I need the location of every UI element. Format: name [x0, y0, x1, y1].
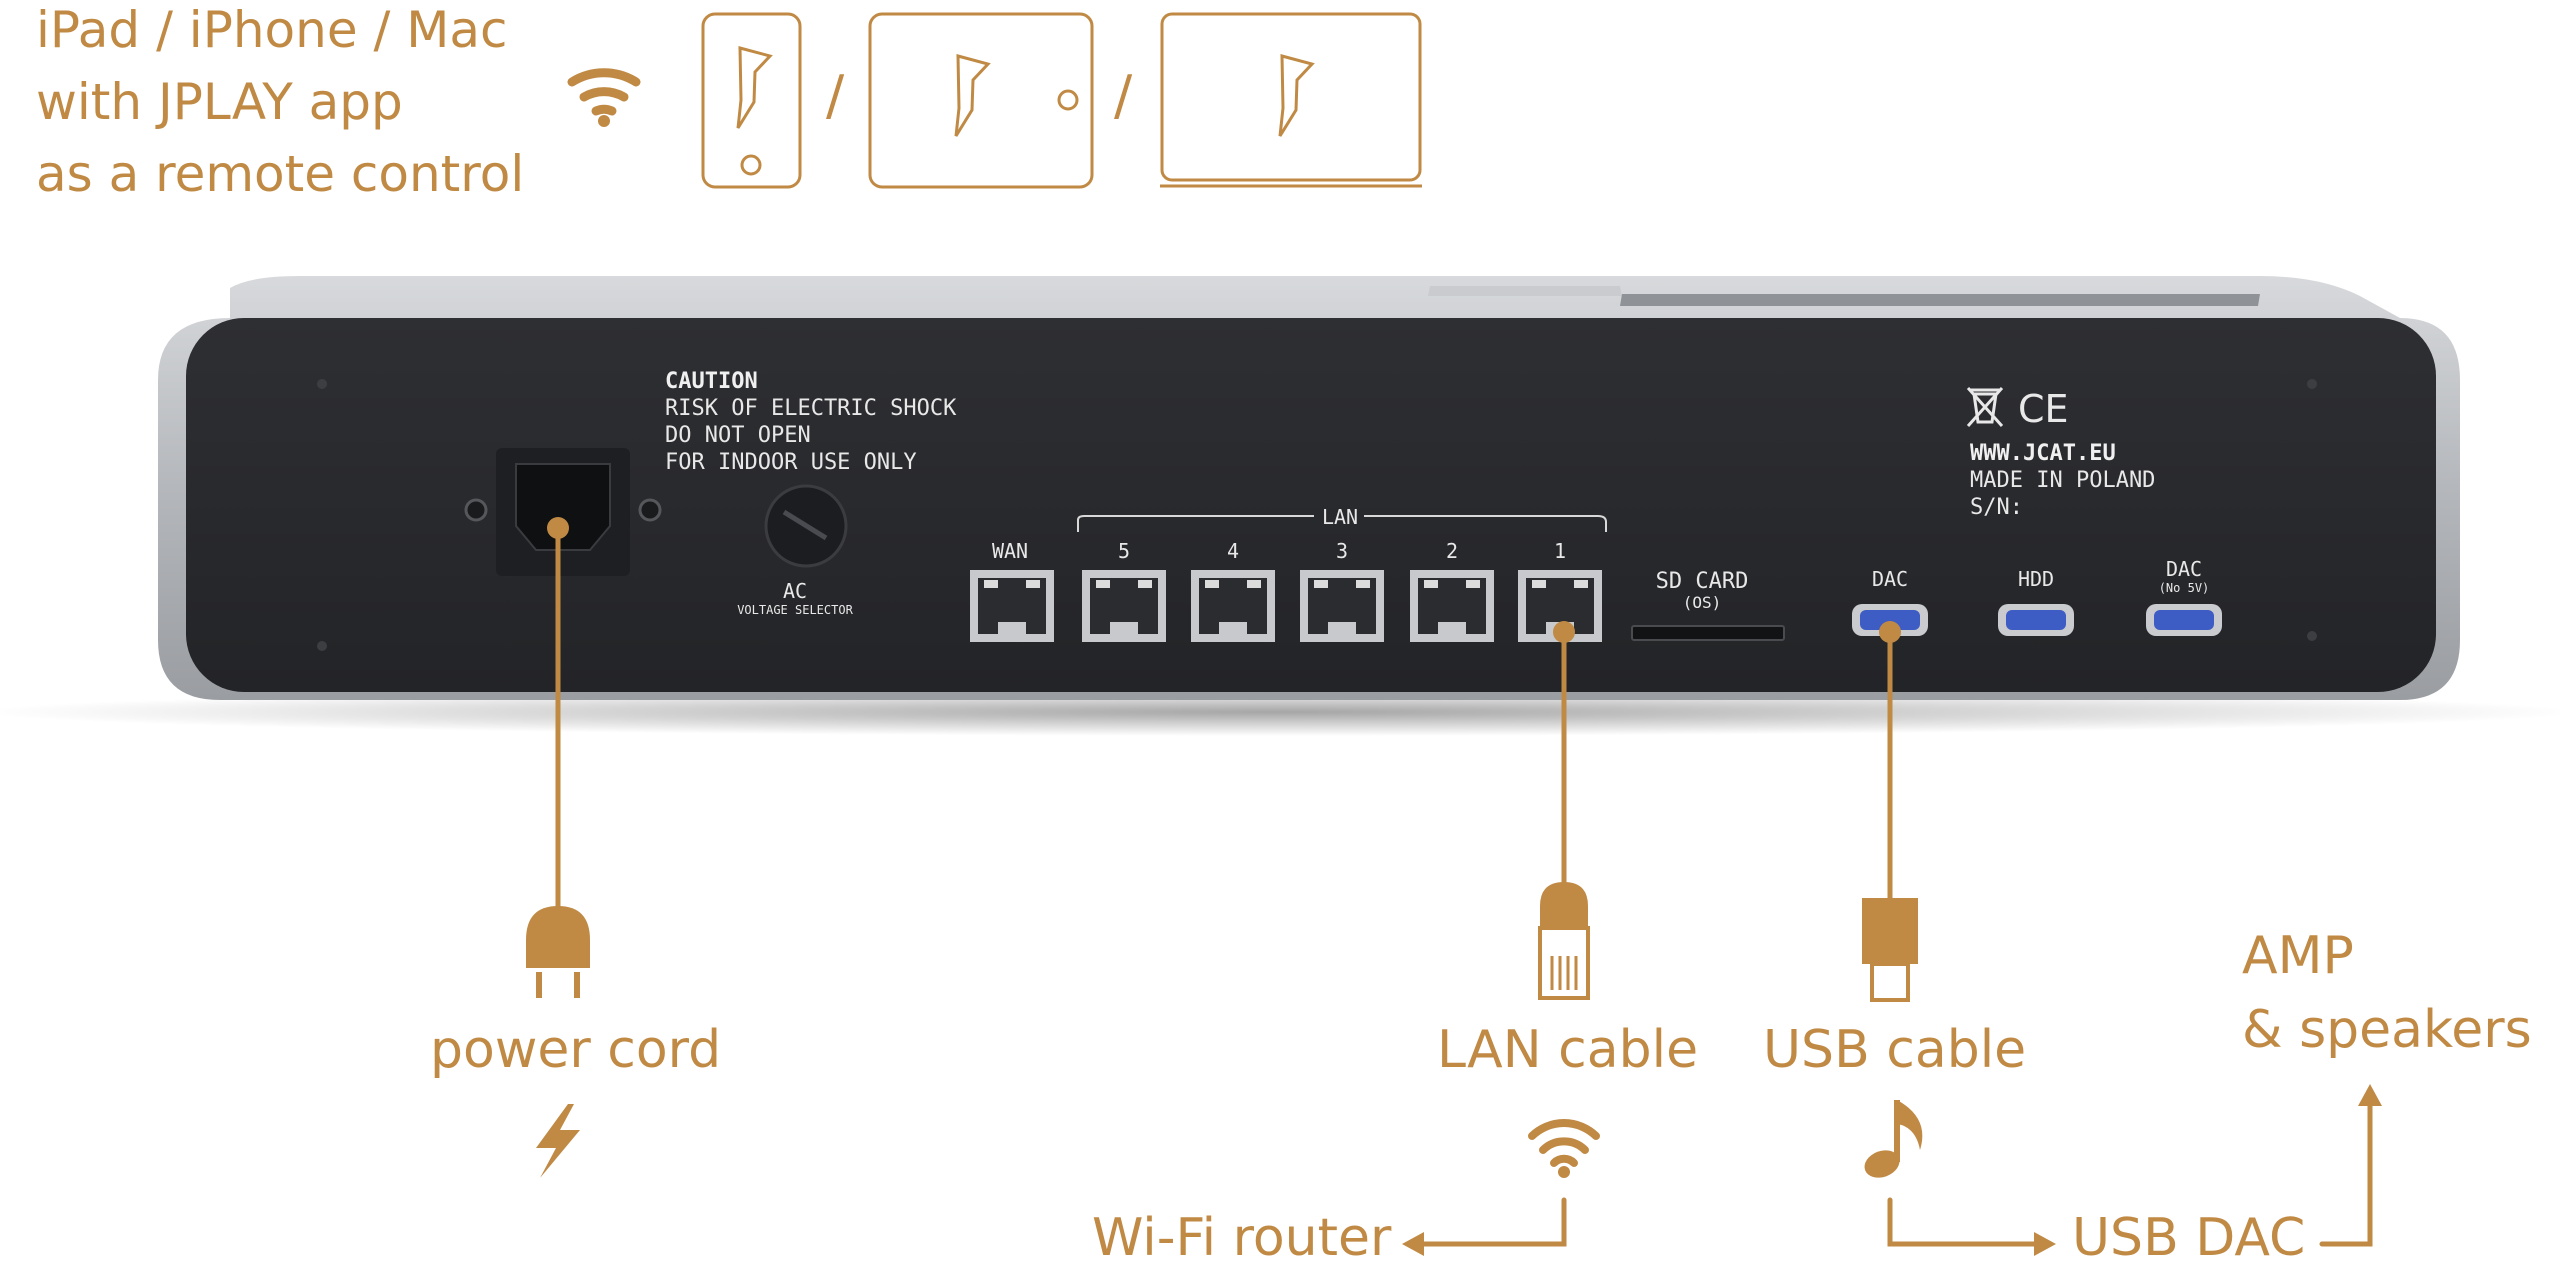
serial-label: S/N: — [1970, 495, 2023, 520]
usb-dac-arrow — [1887, 1197, 2043, 1247]
power-inlet — [464, 448, 662, 576]
usb-connection-dot — [1879, 621, 1901, 643]
voltage-selector-label: VOLTAGE SELECTOR — [737, 603, 853, 617]
panel-screws — [317, 379, 2317, 651]
power-connection-dot — [547, 517, 569, 539]
usb-dac-arrowhead — [2034, 1232, 2056, 1256]
website-label: WWW.JCAT.EU — [1970, 441, 2116, 466]
wifi-router-label: Wi-Fi router — [1092, 1208, 1392, 1268]
wan-label: WAN — [992, 539, 1028, 563]
laptop-icon — [1160, 12, 1422, 188]
lan-bracket — [1077, 515, 1607, 532]
usb-ports: DAC HDD DAC (No 5V) — [1852, 557, 2222, 636]
lan-port-2-label: 2 — [1446, 539, 1458, 563]
caution-title: CAUTION — [665, 369, 758, 394]
caution-text: CAUTION RISK OF ELECTRIC SHOCK DO NOT OP… — [665, 369, 957, 475]
lan-label: LAN — [1322, 505, 1358, 529]
voltage-selector: AC VOLTAGE SELECTOR — [737, 484, 854, 617]
made-in-label: MADE IN POLAND — [1970, 468, 2155, 493]
speakers-label: & speakers — [2242, 1000, 2532, 1060]
usb-hdd-port-label: HDD — [2018, 567, 2054, 591]
usb-dac2-port-label: DAC — [2166, 557, 2202, 581]
lan-port-2: 2 — [1410, 539, 1494, 642]
ce-mark: CE — [2018, 387, 2069, 431]
device-shadow — [0, 688, 2560, 736]
compliance-marks: CE WWW.JCAT.EU MADE IN POLAND S/N: — [1966, 386, 2155, 520]
phone-icon — [701, 12, 802, 189]
wifi-router-arrow — [1417, 1197, 1567, 1247]
amp-arrow — [2319, 1097, 2373, 1247]
lan-port-3: 3 — [1300, 539, 1384, 642]
usb-plug-icon — [1862, 898, 1918, 1002]
usb-cable-label: USB cable — [1763, 1020, 2027, 1080]
lan-port-3-label: 3 — [1336, 539, 1348, 563]
usb-dac-port-label: DAC — [1872, 567, 1908, 591]
usb-port-dac-no5v: DAC (No 5V) — [2146, 557, 2222, 636]
sd-card-slot: SD CARD (OS) — [1631, 569, 1785, 641]
wan-port: WAN — [970, 539, 1054, 642]
wifi-icon — [567, 68, 641, 127]
power-cord-label: power cord — [430, 1020, 722, 1080]
device-back-panel — [158, 276, 2460, 700]
remote-line-3: as a remote control — [36, 145, 525, 203]
amp-arrowhead — [2358, 1084, 2382, 1106]
caution-line-4: FOR INDOOR USE ONLY — [665, 450, 917, 475]
lightning-icon — [536, 1104, 580, 1178]
lan-port-1-label: 1 — [1554, 539, 1566, 563]
ac-label: AC — [783, 579, 807, 603]
lan-port-4-label: 4 — [1227, 539, 1239, 563]
wifi-router-arrowhead — [1402, 1232, 1424, 1256]
music-note-icon — [1864, 1100, 1923, 1178]
lan-port-4: 4 — [1191, 539, 1275, 642]
connection-lines — [555, 525, 1893, 917]
lan-cable-label: LAN cable — [1437, 1020, 1699, 1080]
caution-line-2: RISK OF ELECTRIC SHOCK — [665, 396, 957, 421]
caution-line-3: DO NOT OPEN — [665, 423, 811, 448]
usb-dac-label: USB DAC — [2072, 1208, 2306, 1268]
remote-line-2: with JPLAY app — [36, 73, 403, 131]
plug-icon — [526, 906, 590, 998]
rj45-plug-icon — [1538, 882, 1590, 1000]
lan-port-5: 5 — [1082, 539, 1166, 642]
tablet-icon — [868, 12, 1094, 189]
network-ports: WAN 5 4 3 2 — [970, 539, 1602, 642]
separator-1: / — [826, 64, 845, 127]
sd-card-label: SD CARD — [1656, 569, 1749, 594]
usb-port-hdd: HDD — [1998, 567, 2074, 636]
weee-bin-icon — [1966, 386, 2004, 428]
router-wifi-icon — [1528, 1119, 1600, 1178]
separator-2: / — [1114, 64, 1133, 127]
lan-port-5-label: 5 — [1118, 539, 1130, 563]
sd-card-sub-label: (OS) — [1683, 593, 1722, 612]
amp-label: AMP — [2242, 926, 2354, 986]
usb-port-dac: DAC — [1852, 567, 1928, 636]
remote-line-1: iPad / iPhone / Mac — [36, 1, 508, 59]
usb-dac2-sub-label: (No 5V) — [2159, 581, 2210, 595]
arrow-icon — [1417, 1097, 2373, 1247]
lan-connection-dot — [1553, 621, 1575, 643]
